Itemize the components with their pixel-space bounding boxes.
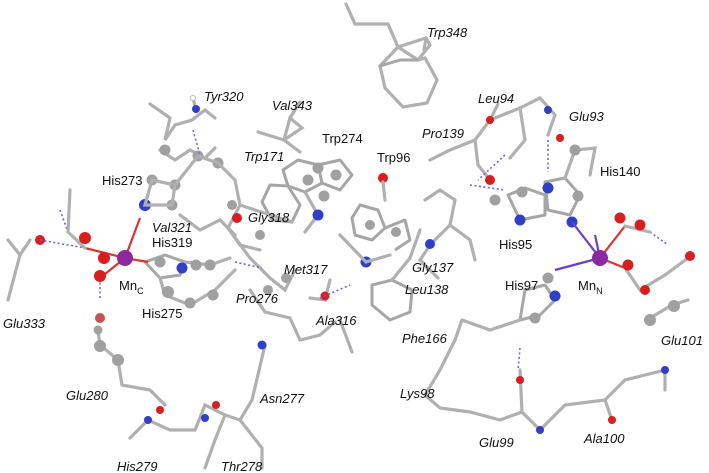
residue-pro139-leu94-glu93 <box>428 96 564 185</box>
label-mnc: MnC <box>119 278 144 296</box>
label-trp96: Trp96 <box>377 150 410 165</box>
label-leu138: Leu138 <box>405 282 449 297</box>
label-glu280: Glu280 <box>66 388 109 403</box>
label-pro276: Pro276 <box>236 291 279 306</box>
residue-his273 <box>139 144 224 211</box>
label-leu94: Leu94 <box>478 91 514 106</box>
residue-trp96 <box>338 173 412 268</box>
residue-his140-his95 <box>489 144 597 228</box>
residue-val343 <box>256 100 305 154</box>
label-gly137: Gly137 <box>412 260 454 275</box>
label-val321: Val321 <box>152 220 192 235</box>
label-trp348: Trp348 <box>427 25 468 40</box>
label-his97: His97 <box>505 278 538 293</box>
residue-glu333 <box>6 235 45 302</box>
residue-met317 <box>226 226 297 295</box>
label-glu101: Glu101 <box>661 333 703 348</box>
label-mnn: MnN <box>578 278 603 296</box>
residue-labels: Trp348 Tyr320 Val343 Trp171 Trp274 Trp96… <box>3 25 703 473</box>
label-phe166: Phe166 <box>402 331 448 346</box>
residue-his97 <box>460 272 561 332</box>
residue-phe166 <box>370 228 422 322</box>
mnc-site <box>39 188 149 300</box>
label-glu99: Glu99 <box>479 435 514 450</box>
label-his140: His140 <box>600 164 640 179</box>
label-ala100: Ala100 <box>583 431 625 446</box>
residue-tyr320 <box>148 95 217 141</box>
label-trp274: Trp274 <box>322 131 363 146</box>
label-gly318: Gly318 <box>248 210 290 225</box>
label-met317: Met317 <box>284 262 328 277</box>
residue-his275 <box>158 268 237 309</box>
label-tyr320: Tyr320 <box>204 89 244 104</box>
label-asn277: Asn277 <box>259 391 305 406</box>
label-his279: His279 <box>117 459 157 473</box>
residue-gly137-leu138 <box>417 188 477 280</box>
label-ala316: Ala316 <box>315 313 357 328</box>
residue-his319 <box>143 253 232 280</box>
mnn-site <box>554 212 695 295</box>
residue-lys98-glu99-ala100 <box>422 318 669 434</box>
residue-glu101 <box>644 298 690 326</box>
label-lys98: Lys98 <box>400 386 435 401</box>
label-glu93: Glu93 <box>569 109 604 124</box>
label-his319: His319 <box>152 235 192 250</box>
label-thr278: Thr278 <box>221 459 263 473</box>
mnc-atom <box>117 250 133 266</box>
residue-glu280 <box>93 313 167 407</box>
residue-asn277-thr278-his279 <box>128 340 267 470</box>
label-glu333: Glu333 <box>3 316 46 331</box>
hydrogen-bonds <box>192 129 549 371</box>
label-pro139: Pro139 <box>422 126 464 141</box>
mnn-atom <box>592 250 608 266</box>
label-trp171: Trp171 <box>244 149 284 164</box>
residue-gly318-val321 <box>178 161 294 252</box>
label-val343: Val343 <box>272 98 313 113</box>
label-his273: His273 <box>102 173 142 188</box>
residue-trp348 <box>344 2 439 109</box>
residue-pro276-ala316 <box>248 278 354 354</box>
label-his95: His95 <box>499 237 532 252</box>
label-his275: His275 <box>142 306 182 321</box>
